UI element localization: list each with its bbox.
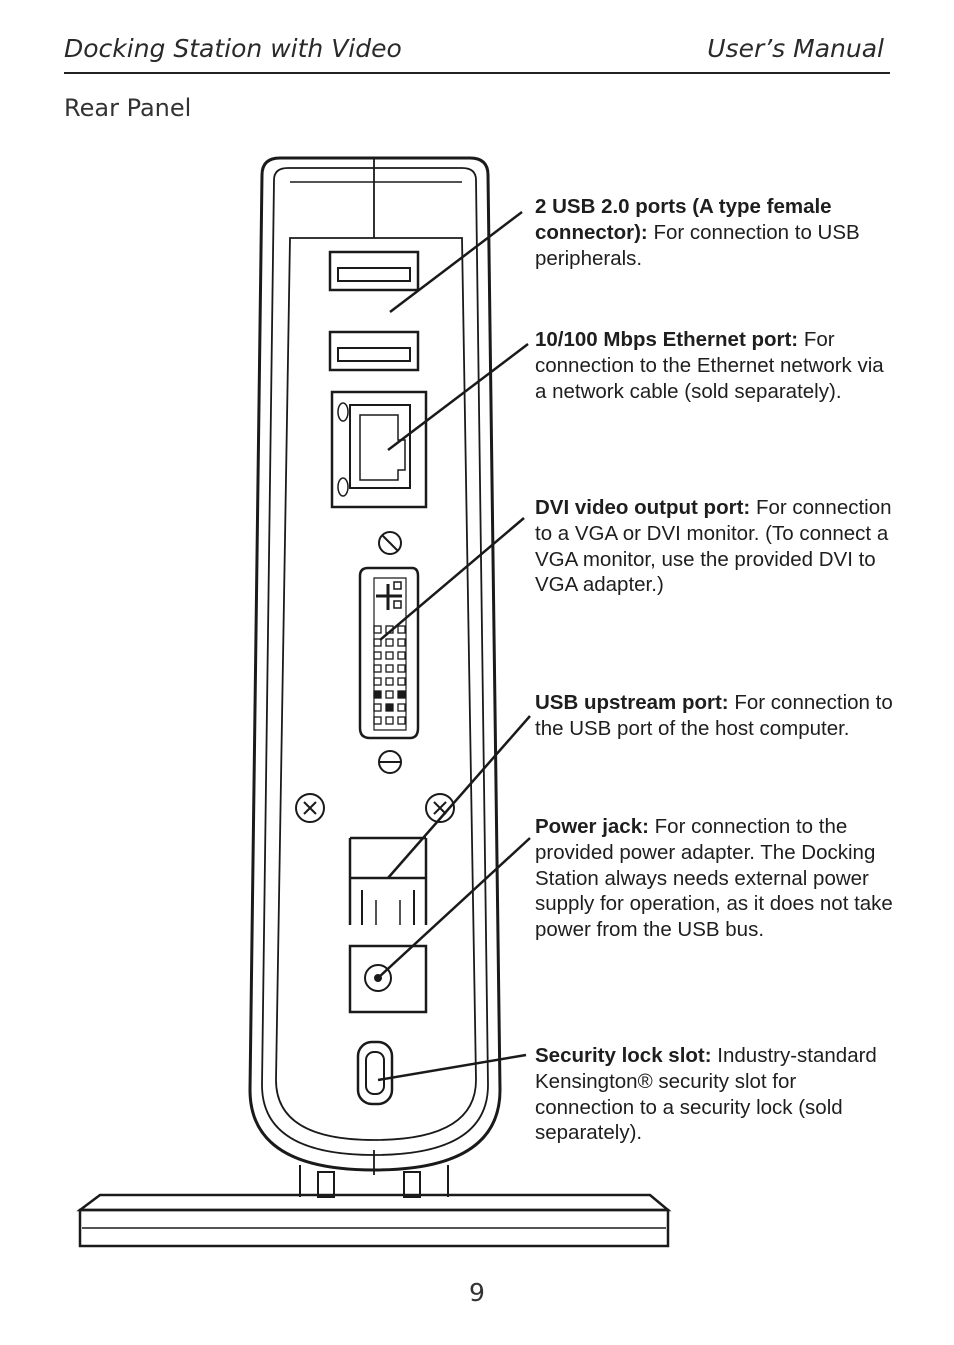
leader-usb-ports [389,211,523,313]
callout-title: USB upstream port: [535,691,729,714]
page-number: 9 [469,1278,485,1307]
section-title: Rear Panel [64,94,192,122]
stand-base [76,1165,672,1248]
screw-left [295,793,325,823]
callout-title: 2 USB 2.0 ports (A type female connector… [535,195,832,244]
callout-power-jack: Power jack: For connection to the provid… [535,814,895,943]
usb-upstream-port [348,836,428,925]
callout-security-lock-slot: Security lock slot: Industry-standard Ke… [535,1043,895,1146]
callout-dvi-port: DVI video output port: For connection to… [535,495,895,598]
callout-title: DVI video output port: [535,496,751,519]
callout-text: For connection to the provided power ada… [535,815,893,942]
callout-text: For connection to the USB port of the ho… [535,691,893,740]
callout-text: For connection to USB peripherals. [535,220,860,270]
leader-security-lock-slot [377,1053,527,1082]
callout-text: Industry-standard Kensington® security s… [535,1044,877,1145]
callout-ethernet-port: 10/100 Mbps Ethernet port: For connectio… [535,327,895,404]
leader-usb-upstream-port [387,715,531,879]
callout-title: Power jack: [535,815,649,838]
header-manual-label: User’s Manual [707,34,884,63]
header-title: Docking Station with Video [64,34,402,63]
header-divider [64,72,890,74]
callout-title: Security lock slot: [535,1044,712,1067]
callout-title: 10/100 Mbps Ethernet port: [535,328,799,351]
power-jack [348,944,428,1014]
leader-dvi-port [379,517,525,641]
callout-usb-upstream-port: USB upstream port: For connection to the… [535,690,895,742]
leader-ethernet-port [387,343,529,451]
dvi-port [358,531,420,774]
callout-text: For connection to a VGA or DVI monitor. … [535,496,892,597]
screw-right [425,793,455,823]
usb-port-2 [328,330,420,372]
usb-port-1 [328,250,420,292]
ethernet-port [330,390,428,509]
security-lock-slot [356,1040,394,1106]
device-body [248,156,502,1175]
callout-text: For connection to the Ethernet network v… [535,328,884,403]
leader-power-jack [377,837,531,979]
callout-usb-ports: 2 USB 2.0 ports (A type female connector… [535,194,895,271]
leader-lines [377,211,531,1082]
